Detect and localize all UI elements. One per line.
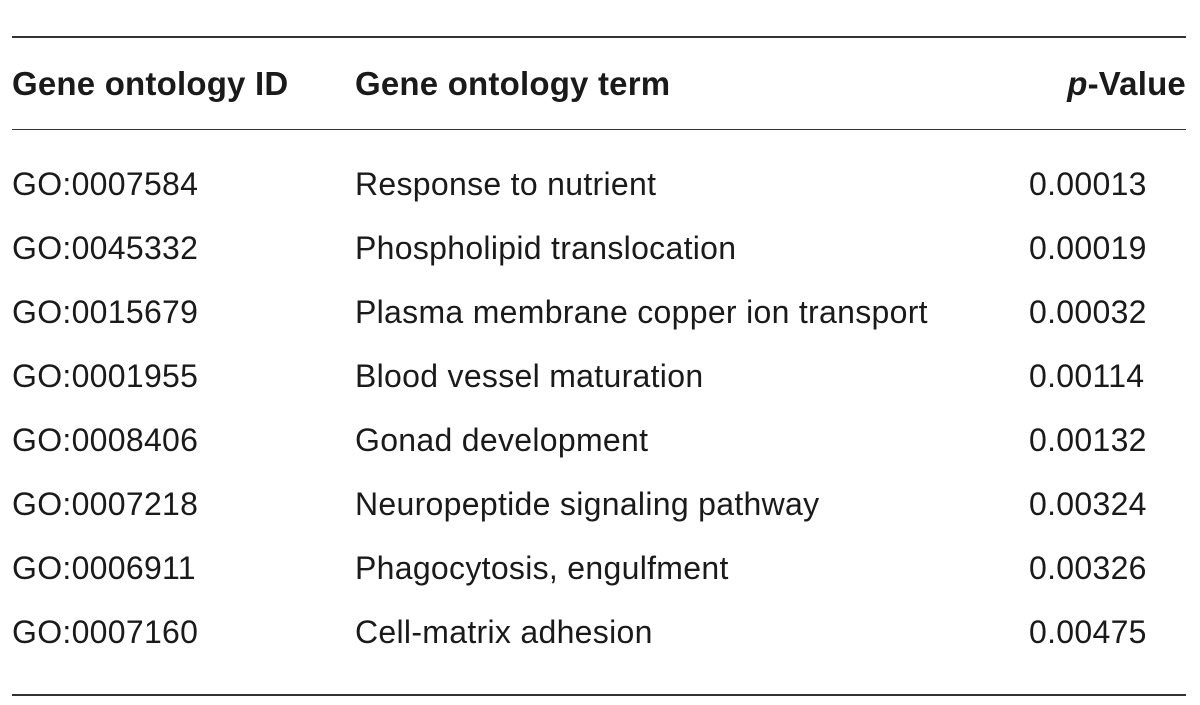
- cell-p-value: 0.00326: [1029, 549, 1147, 586]
- bottom-gap: [12, 672, 1186, 694]
- table-row: GO:0045332 Phospholipid translocation 0.…: [12, 216, 1186, 280]
- cell-id: GO:0006911: [12, 549, 196, 586]
- cell-p-value: 0.00013: [1029, 165, 1147, 202]
- table-row: GO:0001955 Blood vessel maturation 0.001…: [12, 344, 1186, 408]
- table: Gene ontology ID Gene ontology term p-Va…: [12, 38, 1186, 129]
- header-p-rest: -Value: [1087, 64, 1186, 102]
- cell-term: Neuropeptide signaling pathway: [355, 485, 820, 522]
- cell-p-value: 0.00324: [1029, 485, 1147, 522]
- cell-p-value: 0.00475: [1029, 613, 1147, 650]
- table-body-wrap: GO:0007584 Response to nutrient 0.00013 …: [12, 130, 1186, 672]
- header-rule: [12, 129, 1186, 130]
- table-header: Gene ontology ID Gene ontology term p-Va…: [12, 38, 1186, 129]
- cell-term: Response to nutrient: [355, 165, 657, 202]
- cell-p-value: 0.00114: [1029, 357, 1145, 394]
- table-body: GO:0007584 Response to nutrient 0.00013 …: [12, 130, 1186, 672]
- top-rule: [12, 36, 1186, 38]
- go-enrichment-table: Gene ontology ID Gene ontology term p-Va…: [12, 36, 1186, 696]
- cell-term: Phospholipid translocation: [355, 229, 737, 266]
- table-row: GO:0007584 Response to nutrient 0.00013: [12, 130, 1186, 216]
- header-row: Gene ontology ID Gene ontology term p-Va…: [12, 38, 1186, 129]
- cell-term: Blood vessel maturation: [355, 357, 704, 394]
- header-gene-ontology-id: Gene ontology ID: [12, 64, 289, 102]
- cell-term: Phagocytosis, engulfment: [355, 549, 729, 586]
- cell-p-value: 0.00019: [1029, 229, 1147, 266]
- table-row: GO:0007160 Cell-matrix adhesion 0.00475: [12, 600, 1186, 672]
- cell-id: GO:0007218: [12, 485, 199, 522]
- cell-p-value: 0.00032: [1029, 293, 1147, 330]
- cell-term: Gonad development: [355, 421, 649, 458]
- cell-id: GO:0007584: [12, 165, 199, 202]
- header-p-italic: p: [1067, 64, 1088, 102]
- cell-id: GO:0001955: [12, 357, 199, 394]
- cell-term: Cell-matrix adhesion: [355, 613, 653, 650]
- cell-id: GO:0007160: [12, 613, 199, 650]
- table-row: GO:0006911 Phagocytosis, engulfment 0.00…: [12, 536, 1186, 600]
- cell-id: GO:0008406: [12, 421, 199, 458]
- table-row: GO:0015679 Plasma membrane copper ion tr…: [12, 280, 1186, 344]
- header-p-value: p-Value: [1029, 38, 1186, 129]
- table-row: GO:0008406 Gonad development 0.00132: [12, 408, 1186, 472]
- cell-term: Plasma membrane copper ion transport: [355, 293, 928, 330]
- header-gene-ontology-term: Gene ontology term: [355, 64, 671, 102]
- cell-p-value: 0.00132: [1029, 421, 1147, 458]
- cell-id: GO:0045332: [12, 229, 199, 266]
- table-row: GO:0007218 Neuropeptide signaling pathwa…: [12, 472, 1186, 536]
- cell-id: GO:0015679: [12, 293, 199, 330]
- bottom-rule: [12, 694, 1186, 696]
